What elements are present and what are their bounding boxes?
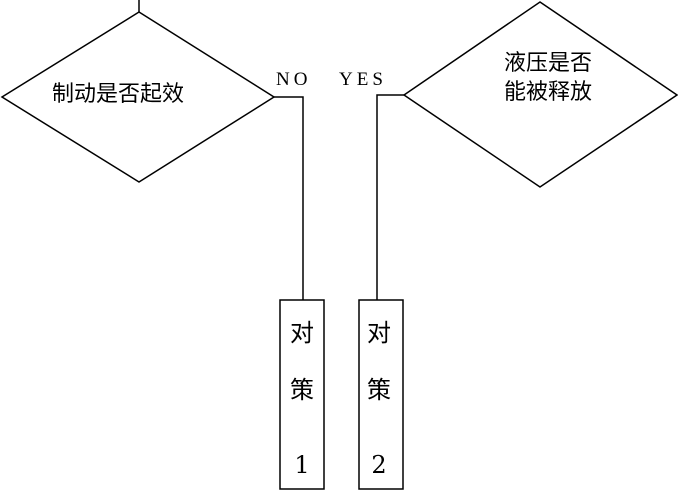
no-branch-label: NO (276, 69, 311, 90)
countermeasure-1-number: 1 (294, 451, 309, 479)
countermeasure-box-1 (279, 299, 325, 490)
countermeasure-1-char-2: 策 (290, 376, 314, 404)
yes-branch-connector (376, 94, 404, 300)
countermeasure-2-char-1: 对 (367, 319, 391, 347)
no-branch-connector (274, 96, 304, 300)
countermeasure-2: 对 策 2 (358, 299, 404, 490)
decision-hydraulic-release: 液压是否 能被释放 (402, 1, 678, 188)
yes-branch-label: YES (339, 69, 387, 90)
decision-label-right-line1: 液压是否 (504, 51, 592, 76)
countermeasure-2-number: 2 (371, 451, 386, 479)
countermeasure-1: 对 策 1 (279, 299, 325, 490)
countermeasure-2-char-2: 策 (367, 376, 391, 404)
decision-diamond-left (0, 11, 276, 183)
countermeasure-1-char-1: 对 (290, 319, 314, 347)
decision-diamond-right (402, 1, 678, 188)
countermeasure-box-2 (358, 299, 404, 490)
decision-label-left: 制动是否起效 (52, 82, 184, 107)
decision-braking-effective: 制动是否起效 (0, 11, 276, 183)
decision-label-right-line2: 能被释放 (504, 80, 592, 105)
